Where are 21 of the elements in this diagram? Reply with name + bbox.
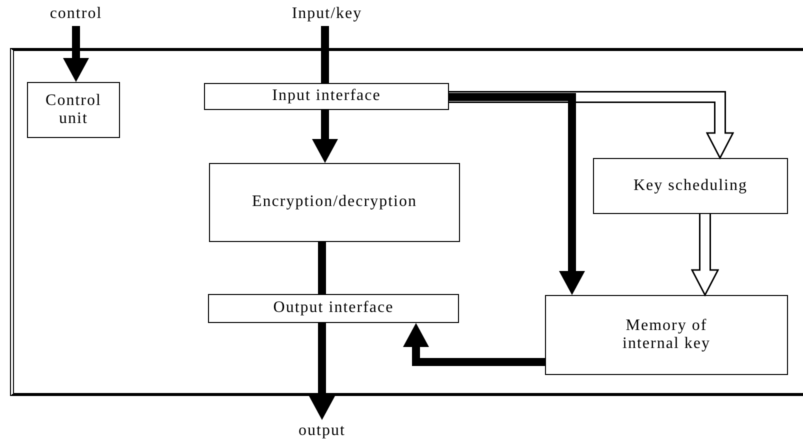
arrow [449, 93, 585, 295]
process-box [209, 163, 460, 242]
box-label: Memory of internal key [622, 316, 712, 354]
signal-label: control [50, 4, 102, 24]
box-label: Input interface [272, 87, 381, 106]
process-box [593, 158, 788, 214]
arrow [63, 26, 89, 82]
arrow [403, 323, 545, 366]
signal-label: output [298, 422, 346, 440]
box-label: Encryption/decryption [252, 193, 417, 212]
arrow [309, 323, 335, 420]
signal-label: Input/key [292, 4, 362, 24]
process-box [27, 82, 120, 138]
arrow [312, 110, 338, 163]
system-boundary [10, 48, 803, 396]
box-label: Control unit [44, 92, 102, 128]
box-label: Output interface [273, 299, 394, 318]
process-box [204, 83, 449, 110]
process-box [208, 294, 459, 323]
process-box [545, 295, 788, 375]
box-label: Key scheduling [634, 176, 748, 196]
